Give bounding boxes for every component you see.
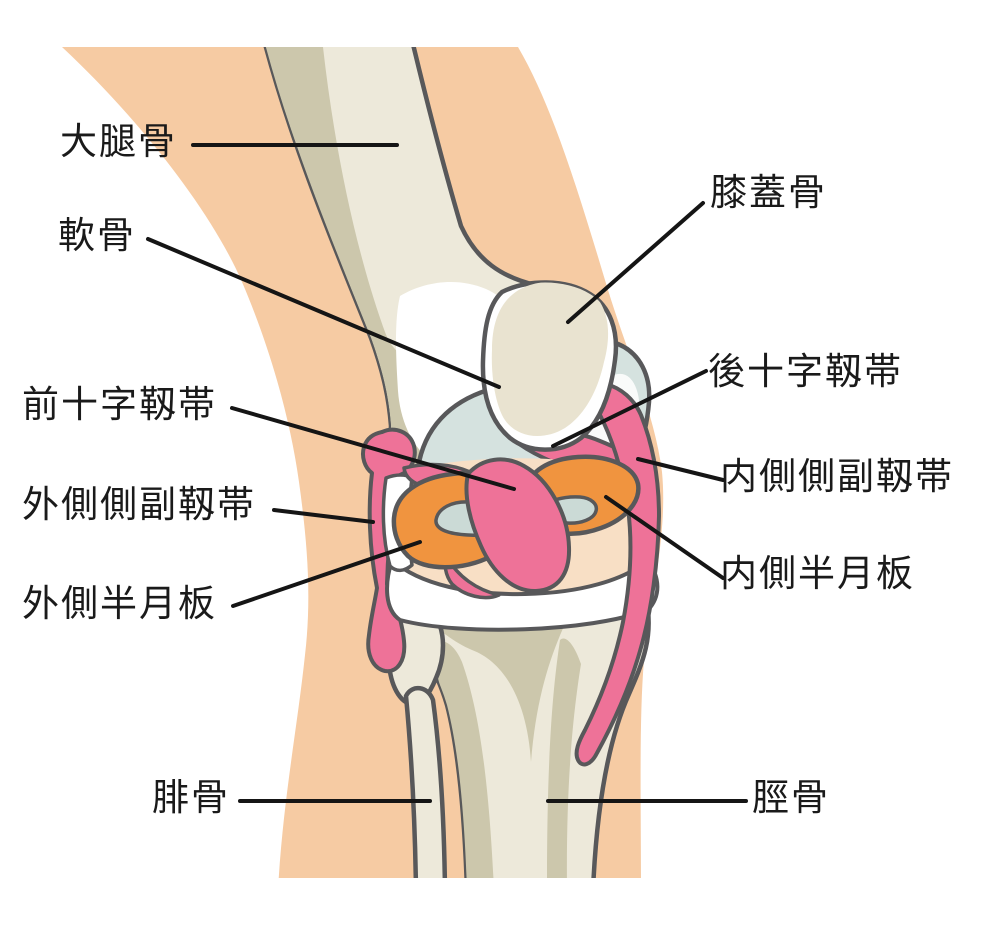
acl-lower-wedge <box>443 554 501 600</box>
label-lcl: 外側側副靱帯 <box>22 483 256 526</box>
label-femur: 大腿骨 <box>60 120 177 163</box>
label-mcl: 内側側副靱帯 <box>720 455 954 498</box>
tibial-plateau <box>385 558 660 632</box>
label-medial-meniscus: 内側半月板 <box>720 552 915 595</box>
femur-shading <box>264 47 453 554</box>
tibia-shading-top <box>412 600 564 762</box>
fibula-shaft <box>403 686 448 878</box>
label-acl: 前十字靱帯 <box>22 383 217 426</box>
pointer-mcl <box>636 457 725 482</box>
label-patella: 膝蓋骨 <box>710 171 827 214</box>
label-tibia: 脛骨 <box>752 776 830 819</box>
patella-shading <box>491 282 609 436</box>
label-pcl: 後十字靱帯 <box>708 350 903 393</box>
pointer-lcl <box>272 508 375 524</box>
pointer-pcl <box>551 369 708 448</box>
pointer-lateral-meniscus <box>231 540 422 608</box>
pointer-medial-meniscus <box>604 495 725 580</box>
pointer-cartilage <box>146 237 501 389</box>
tibia-shading-center <box>547 638 581 878</box>
label-cartilage: 軟骨 <box>58 214 136 257</box>
pointer-patella <box>566 201 705 324</box>
pointer-lines <box>146 143 748 803</box>
label-lateral-meniscus: 外側半月板 <box>22 582 217 625</box>
label-fibula: 腓骨 <box>152 776 230 819</box>
anterior-cruciate-ligament <box>464 457 572 594</box>
pointer-acl <box>230 406 516 491</box>
